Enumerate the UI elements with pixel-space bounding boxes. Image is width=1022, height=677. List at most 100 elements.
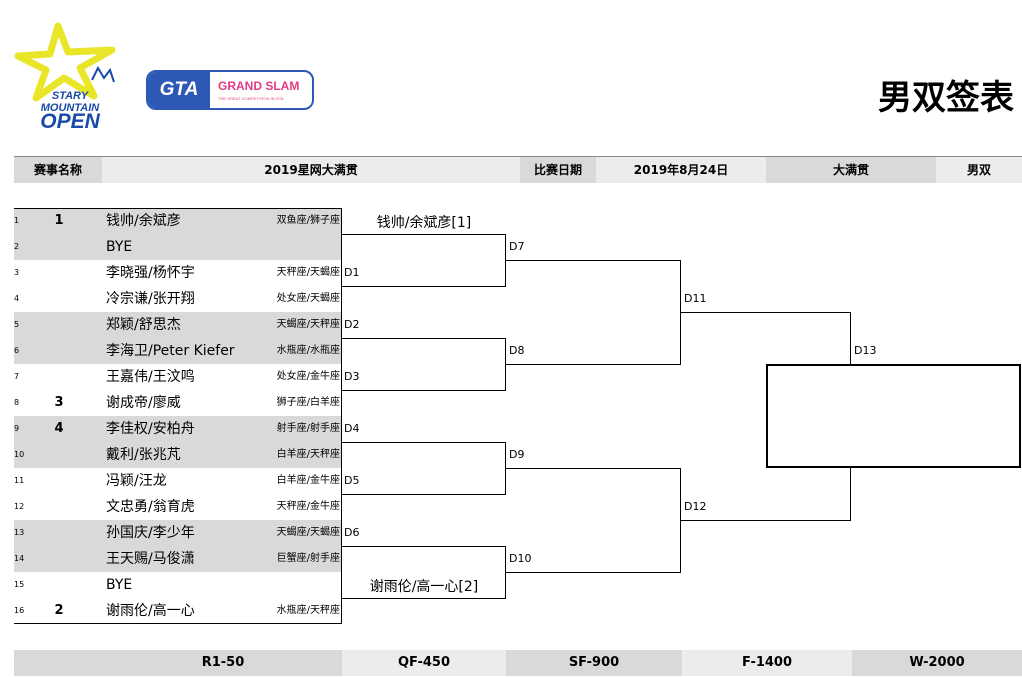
draw-position: 16 (14, 606, 25, 615)
player-pair: 谢雨伦/高一心 (106, 603, 195, 619)
player-pair: 李海卫/Peter Kiefer (106, 343, 235, 359)
points-qf: QF-450 (342, 650, 506, 676)
zodiac-signs: 白羊座/天秤座 (276, 449, 340, 460)
draw-row: 6 李海卫/Peter Kiefer 水瓶座/水瓶座 (14, 338, 342, 364)
draw-row: 16 2 谢雨伦/高一心 水瓶座/天秤座 (14, 598, 342, 624)
bracket-line (342, 338, 506, 339)
seed-number: 4 (54, 421, 64, 436)
zodiac-signs: 处女座/天蝎座 (276, 293, 340, 304)
zodiac-signs: 天蝎座/天秤座 (276, 319, 340, 330)
draw-row: 3 李晓强/杨怀宇 天秤座/天蝎座 (14, 260, 342, 286)
points-blank (14, 650, 104, 676)
player-pair: 郑颖/舒思杰 (106, 317, 181, 333)
draw-row: 4 冷宗谦/张开翔 处女座/天蝎座 (14, 286, 342, 312)
draw-position: 4 (14, 294, 20, 303)
bracket-line (342, 442, 506, 443)
bracket-line (342, 494, 506, 495)
draw-row: 10 戴利/张兆芃 白羊座/天秤座 (14, 442, 342, 468)
draw-position: 9 (14, 424, 20, 433)
player-pair: 李晓强/杨怀宇 (106, 265, 195, 281)
seed-number: 1 (54, 213, 64, 228)
bracket-line (505, 546, 506, 599)
player-pair: 冯颖/汪龙 (106, 473, 167, 489)
draw-row: 11 冯颖/汪龙 白羊座/金牛座 (14, 468, 342, 494)
match-label-d1: D1 (344, 266, 360, 279)
bracket-line (850, 468, 851, 521)
bracket-line (506, 572, 681, 573)
match-label-d11: D11 (684, 292, 707, 305)
logo-text-open: OPEN (40, 110, 100, 133)
stary-mountain-open-logo: STARY MOUNTAIN OPEN (14, 22, 126, 133)
draw-position: 14 (14, 554, 25, 563)
zodiac-signs: 天秤座/金牛座 (276, 501, 340, 512)
bracket-line (505, 442, 506, 495)
logo-text-mountain: MOUNTAIN (40, 102, 100, 114)
bracket-line (505, 234, 506, 287)
zodiac-signs: 处女座/金牛座 (276, 371, 340, 382)
zodiac-signs: 巨蟹座/射手座 (276, 553, 340, 564)
zodiac-signs: 狮子座/白羊座 (276, 397, 340, 408)
date-label: 比赛日期 (520, 157, 596, 183)
gta-grand-slam-logo: GTA GRAND SLAM THE GREAT COMPETITION IN … (146, 70, 314, 110)
zodiac-signs: 水瓶座/水瓶座 (276, 345, 340, 356)
draw-position: 3 (14, 268, 20, 277)
points-r1: R1-50 (104, 650, 342, 676)
event-name-label: 赛事名称 (14, 157, 102, 183)
player-pair: BYE (106, 239, 133, 255)
points-f: F-1400 (682, 650, 852, 676)
logo-text-stary: STARY (51, 90, 89, 102)
date-value: 2019年8月24日 (596, 157, 766, 183)
page-title: 男双签表 (878, 78, 1014, 118)
draw-position: 12 (14, 502, 25, 511)
zodiac-signs: 天秤座/天蝎座 (276, 267, 340, 278)
match-label-d7: D7 (509, 240, 525, 253)
level-value: 大满贯 (766, 157, 936, 183)
draw-position: 11 (14, 476, 25, 485)
grand-slam-tagline: THE GREAT COMPETITION IN GTA (218, 96, 284, 101)
player-pair: 文忠勇/翁育虎 (106, 499, 195, 515)
match-label-d13: D13 (854, 344, 877, 357)
player-pair: 戴利/张兆芃 (106, 447, 181, 463)
draw-position: 6 (14, 346, 20, 355)
draw-position: 2 (14, 242, 20, 251)
points-w: W-2000 (852, 650, 1022, 676)
match-label-d10: D10 (509, 552, 532, 565)
seed-number: 3 (54, 395, 64, 410)
zodiac-signs: 天蝎座/天蝎座 (276, 527, 340, 538)
bracket-line (342, 390, 506, 391)
champion-box (766, 364, 1021, 468)
zodiac-signs: 白羊座/金牛座 (276, 475, 340, 486)
seed-number: 2 (54, 603, 64, 618)
player-pair: 冷宗谦/张开翔 (106, 291, 195, 307)
category-value: 男双 (936, 157, 1022, 183)
player-pair: 李佳权/安柏舟 (106, 421, 195, 437)
points-sf: SF-900 (506, 650, 682, 676)
player-pair: BYE (106, 577, 133, 593)
draw-position: 13 (14, 528, 25, 537)
bracket-line (681, 312, 851, 313)
zodiac-signs: 水瓶座/天秤座 (276, 605, 340, 616)
bracket-line (505, 338, 506, 391)
player-pair: 钱帅/余斌彦 (106, 213, 181, 229)
bracket-line (342, 598, 506, 599)
bracket-line (342, 234, 506, 235)
bracket-line (680, 260, 681, 365)
player-pair: 王嘉伟/王汶鸣 (106, 369, 195, 385)
match-label-d4: D4 (344, 422, 360, 435)
star-icon (14, 22, 116, 102)
grand-slam-text: GRAND SLAM (218, 79, 300, 93)
draw-position: 8 (14, 398, 20, 407)
zodiac-signs: 双鱼座/狮子座 (276, 215, 340, 226)
advance-bottom-seed: 谢雨伦/高一心[2] (369, 579, 479, 595)
draw-position: 10 (14, 450, 25, 459)
zodiac-signs: 射手座/射手座 (276, 423, 340, 434)
player-pair: 谢成帝/廖威 (106, 395, 181, 411)
draw-row: 9 4 李佳权/安柏舟 射手座/射手座 (14, 416, 342, 442)
draw-row: 2 BYE (14, 234, 342, 260)
match-label-d9: D9 (509, 448, 525, 461)
